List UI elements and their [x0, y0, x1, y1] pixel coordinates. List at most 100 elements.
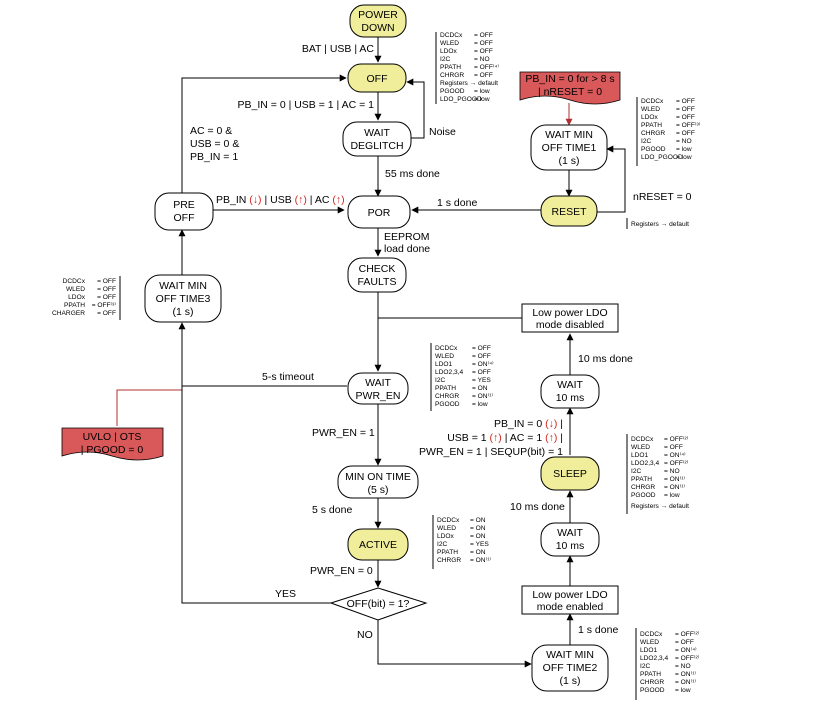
- table-off-key: I2C: [440, 56, 450, 63]
- table-off1-key: LDO_PGOOD: [641, 154, 683, 161]
- state-lp-ldo-disabled: [521, 303, 619, 333]
- table-off2-val: = OFF⁽²⁾: [675, 630, 700, 638]
- label-sleep-usb: USB = 1: [447, 432, 487, 444]
- table-off-val: = OFF⁽⁴⁾: [474, 63, 499, 71]
- table-sleep-val: = ON⁽¹⁾: [664, 475, 685, 483]
- table-active: DCDCx= ON WLED= ON LDOx= ON I2C= YES PPA…: [432, 515, 491, 569]
- condition-pb-long-line2: | nRESET = 0: [538, 86, 602, 98]
- label-ac-edge: (↑): [332, 194, 344, 206]
- table-pwren-val: = OFF: [472, 369, 491, 376]
- state-por: [347, 195, 411, 229]
- status-tables: DCDCx = OFF WLED = OFF LDOx = OFF I2C = NO P…: [52, 32, 701, 700]
- table-sleep-key: LDO2,3,4: [631, 460, 660, 467]
- label-pb-usb-ac: PB_IN = 0 | USB = 1 | AC = 1: [238, 99, 375, 111]
- table-off2-key: CHRGR: [640, 679, 664, 686]
- state-wait-10ms-top-line1: WAIT: [557, 379, 583, 391]
- label-pwr-en-1: PWR_EN = 1: [312, 427, 375, 439]
- table-pwren-val: = OFF: [472, 353, 491, 360]
- table-active-key: I2C: [437, 541, 447, 548]
- table-off-key: LDOx: [440, 48, 458, 55]
- table-off-key: Registers → default: [440, 80, 498, 87]
- table-off-key: LDO_PGOOD: [440, 96, 482, 103]
- table-off1-val: = OFF: [676, 130, 695, 137]
- table-off-val: = NO: [474, 56, 490, 63]
- table-off1-key: DCDCx: [641, 98, 664, 105]
- decision-off-bit: [329, 587, 428, 621]
- table-off2-val: = low: [675, 687, 691, 694]
- state-lp-ldo-disabled-line2: mode disabled: [536, 319, 604, 331]
- table-wait-pwr-en: DCDCx= OFF WLED= OFF LDO1= ON⁽⁴⁾ LDO2,3,…: [430, 343, 494, 411]
- table-off3-val: = OFF: [97, 294, 116, 301]
- table-off1-key: PGOOD: [641, 146, 666, 153]
- state-lp-ldo-enabled-line2: mode enabled: [537, 601, 604, 613]
- label-sleep-ac: AC = 1: [510, 432, 543, 444]
- table-off2-key: DCDCx: [640, 631, 663, 638]
- state-power-down-line1: POWER: [358, 9, 398, 21]
- table-pwren-val: = ON⁽¹⁾: [472, 392, 493, 400]
- label-yes: YES: [275, 588, 296, 600]
- state-pre-off-line1: PRE: [173, 199, 195, 211]
- label-ac: AC: [315, 194, 330, 206]
- table-off3-val: = OFF: [97, 278, 116, 285]
- table-wait-min-off2: DCDCx= OFF⁽²⁾ WLED= OFF LDO1= ON⁽⁴⁾ LDO2…: [635, 628, 700, 700]
- state-wait-10ms-bottom-line1: WAIT: [557, 527, 583, 539]
- state-wait-10ms-bottom: [540, 522, 600, 557]
- table-pwren-key: WLED: [435, 353, 454, 360]
- state-wait-min-off-time3-line3: (1 s): [173, 306, 194, 318]
- table-sleep-key: PGOOD: [631, 492, 656, 499]
- table-off1-val: = OFF: [676, 106, 695, 113]
- table-sleep-val: = ON⁽⁴⁾: [664, 451, 686, 459]
- state-min-on-time-line2: (5 s): [368, 484, 389, 496]
- state-power-down-line2: DOWN: [361, 22, 394, 34]
- label-pb-in: PB_IN: [216, 194, 246, 206]
- label-ac-usb-pb-3: PB_IN = 1: [190, 151, 238, 163]
- label-5s-timeout: 5-s timeout: [262, 371, 314, 383]
- table-off3-key: LDOx: [68, 294, 86, 301]
- table-off3-key: CHARGER: [52, 310, 85, 317]
- table-off2-val: = OFF⁽²⁾: [675, 654, 700, 662]
- state-active-label: ACTIVE: [359, 539, 397, 551]
- table-off2-val: = NO: [675, 663, 691, 670]
- condition-pb-long-box: [519, 71, 621, 105]
- states: POWER DOWN OFF WAIT DEGLITCH POR CHECK F…: [144, 4, 619, 692]
- table-off-key: CHRGR: [440, 72, 464, 79]
- state-lp-ldo-disabled-line1: Low power LDO: [532, 307, 607, 319]
- label-no: NO: [357, 629, 373, 641]
- state-wait-min-off-time2-line3: (1 s): [560, 675, 581, 687]
- state-wait-10ms-bottom-line2: 10 ms: [556, 540, 585, 552]
- label-10ms-done-bottom: 10 ms done: [510, 501, 565, 513]
- table-off1-key: PPATH: [641, 122, 662, 129]
- table-reset-key: Registers → default: [631, 221, 689, 228]
- table-active-key: PPATH: [437, 549, 458, 556]
- table-off-val: = OFF: [474, 32, 493, 39]
- label-eeprom-1: EEPROM: [384, 231, 430, 243]
- label-usb: USB: [270, 194, 292, 206]
- state-off: [347, 63, 407, 93]
- table-off-val: = OFF: [474, 48, 493, 55]
- state-pre-off: [154, 192, 214, 231]
- table-sleep-key: CHRGR: [631, 484, 655, 491]
- table-sleep-val: = ON⁽¹⁾: [664, 483, 685, 491]
- table-pwren-key: PGOOD: [435, 401, 460, 408]
- state-wait-10ms-top-line2: 10 ms: [556, 392, 585, 404]
- state-wait-min-off-time2-line2: OFF TIME2: [543, 662, 598, 674]
- table-sleep-key: I2C: [631, 468, 641, 475]
- table-off2-val: = ON⁽¹⁾: [675, 670, 696, 678]
- label-eeprom-2: load done: [384, 243, 430, 255]
- table-pwren-key: LDO2,3,4: [435, 369, 464, 376]
- state-wait-pwr-en-line1: WAIT: [365, 377, 391, 389]
- table-off1-val: = low: [676, 154, 692, 161]
- condition-uvlo-box: [61, 427, 164, 461]
- state-active: [347, 528, 409, 561]
- label-nreset-0: nRESET = 0: [633, 191, 692, 203]
- label-sleep-pb-edge: (↓): [545, 418, 557, 430]
- state-wait-min-off-time2-line1: WAIT MIN: [546, 649, 594, 661]
- table-off2-val: = ON⁽¹⁾: [675, 678, 696, 686]
- table-off1-val: = NO: [676, 138, 692, 145]
- table-off-rows: DCDCx= OFF WLED= OFF LDOx= OFF I2C= NO P…: [440, 32, 499, 103]
- table-off1-val: = OFF⁽³⁾: [676, 121, 701, 129]
- label-preoff-por: PB_IN (↓) | USB (↑) | AC (↑): [216, 194, 345, 206]
- label-55ms-done: 55 ms done: [385, 168, 440, 180]
- edge-no-off2: [377, 620, 532, 668]
